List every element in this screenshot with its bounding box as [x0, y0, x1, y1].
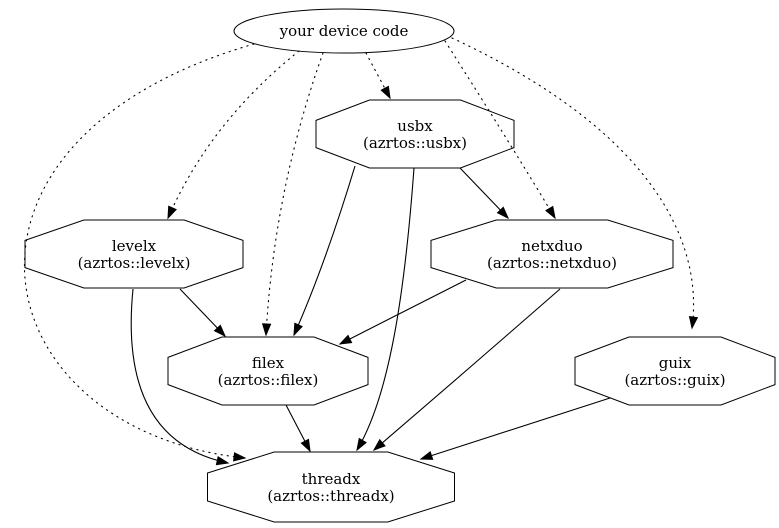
node-usbx: usbx(azrtos::usbx) [315, 99, 515, 169]
node-your-device-code: your device code [233, 8, 455, 54]
edge-line-solid [293, 165, 356, 336]
edge-your-device-code-levelx [167, 50, 300, 220]
arrowhead-icon [233, 452, 247, 462]
arrowhead-icon [293, 322, 303, 337]
node-label-guix: guix [659, 354, 692, 372]
node-shape-filex [167, 336, 369, 406]
arrowhead-icon [419, 450, 434, 460]
node-shape-levelx [24, 219, 244, 289]
node-netxduo: netxduo(azrtos::netxduo) [430, 219, 674, 289]
edge-usbx-netxduo [459, 167, 510, 220]
node-label-netxduo: netxduo [521, 237, 582, 255]
edge-line-dotted [451, 37, 695, 329]
node-label-your-device-code: your device code [279, 22, 409, 40]
node-label-threadx: threadx [302, 470, 361, 488]
arrowhead-icon [372, 438, 386, 451]
node-sublabel-threadx: (azrtos::threadx) [267, 487, 394, 505]
arrowhead-icon [338, 334, 353, 345]
node-label-levelx: levelx [112, 237, 157, 255]
node-threadx: threadx(azrtos::threadx) [207, 451, 455, 523]
node-levelx: levelx(azrtos::levelx) [24, 219, 244, 289]
node-shape-netxduo [430, 219, 674, 289]
arrowhead-icon [300, 438, 311, 453]
node-sublabel-levelx: (azrtos::levelx) [78, 254, 191, 272]
arrowhead-icon [261, 323, 272, 337]
edge-usbx-filex [293, 165, 356, 337]
node-shape-guix [574, 336, 776, 406]
edge-your-device-code-usbx [365, 52, 391, 100]
arrowhead-icon [688, 316, 699, 330]
edge-levelx-filex [179, 288, 227, 338]
node-sublabel-filex: (azrtos::filex) [218, 371, 319, 389]
edge-line-dotted [365, 52, 391, 99]
arrowhead-icon [545, 205, 556, 220]
node-filex: filex(azrtos::filex) [167, 336, 369, 406]
arrowhead-icon [496, 206, 510, 220]
edge-netxduo-threadx [372, 288, 561, 451]
arrowhead-icon [356, 437, 367, 452]
edge-your-device-code-guix [451, 37, 699, 330]
edge-netxduo-filex [338, 279, 467, 345]
node-shape-threadx [207, 451, 455, 523]
node-sublabel-netxduo: (azrtos::netxduo) [487, 254, 617, 272]
arrowhead-icon [380, 85, 391, 100]
edge-line-dotted [265, 52, 324, 336]
edge-your-device-code-filex [261, 52, 324, 337]
edge-line-dotted [167, 50, 300, 219]
node-shape-your-device-code [233, 8, 455, 54]
arrowhead-icon [215, 455, 230, 466]
edge-line-solid [130, 288, 229, 464]
edge-usbx-threadx [356, 167, 415, 452]
node-sublabel-usbx: (azrtos::usbx) [363, 134, 467, 152]
edge-guix-threadx [419, 397, 611, 460]
edge-line-solid [373, 288, 561, 451]
edge-line-solid [356, 167, 415, 451]
edge-filex-threadx [285, 404, 311, 453]
edge-line-solid [459, 167, 509, 219]
edge-line-solid [420, 397, 611, 460]
node-guix: guix(azrtos::guix) [574, 336, 776, 406]
node-label-usbx: usbx [397, 117, 433, 135]
edge-your-device-code-threadx [23, 43, 255, 462]
arrowhead-icon [213, 324, 227, 338]
node-label-filex: filex [252, 354, 285, 372]
arrowhead-icon [167, 205, 177, 220]
edge-line-solid [339, 279, 467, 345]
edge-your-device-code-netxduo [444, 40, 556, 220]
edge-line-dotted [23, 43, 255, 459]
edge-levelx-threadx [130, 288, 230, 466]
node-sublabel-guix: (azrtos::guix) [624, 371, 725, 389]
